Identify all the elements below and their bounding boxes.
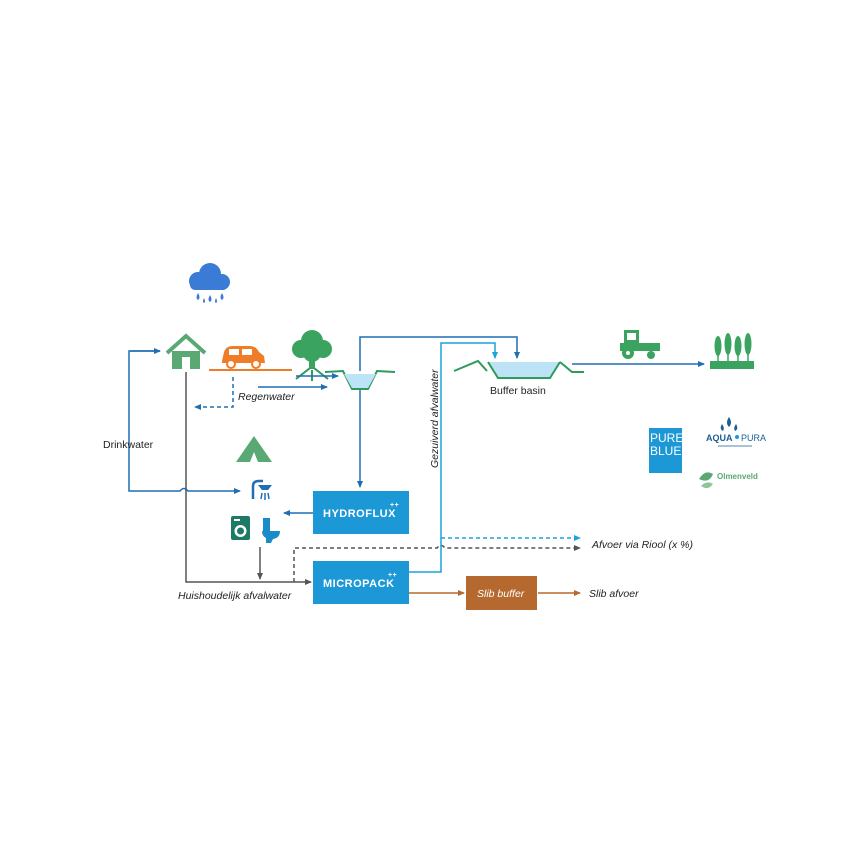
svg-text:++: ++ [388,572,397,579]
washing-machine-icon [231,516,250,540]
svg-text:MICROPACK: MICROPACK [323,578,395,590]
household-wastewater-line [185,372,312,585]
gezuiverd-afvalwater-line [409,342,498,573]
crops-icon [710,333,754,369]
shower-icon [251,479,272,500]
slib-afvoer-label: Slib afvoer [589,588,639,600]
svg-text:AQUA: AQUA [706,433,733,443]
svg-text:++: ++ [390,502,399,509]
slib-buffer-box: Slib buffer [466,576,537,610]
aquapura-logo: AQUA PURA [706,417,766,447]
svg-text:HYDROFLUX: HYDROFLUX [323,508,396,520]
tractor-icon [620,330,660,359]
afvoer-via-riool-label: Afvoer via Riool (x %) [591,539,693,551]
huishoudelijk-afvalwater-label: Huishoudelijk afvalwater [178,590,292,602]
svg-text:PURE: PURE [650,431,683,445]
svg-text:Olmenveld: Olmenveld [717,472,758,481]
rain-cloud-icon [189,263,230,303]
toilet-icon [262,518,280,543]
svg-text:PURA: PURA [741,433,766,443]
buffer-basin-label: Buffer basin [490,385,546,397]
infiltration-ditch [324,369,396,390]
car-icon [222,346,265,369]
svg-text:BLUE: BLUE [650,444,681,458]
buffer-basin [453,359,584,379]
tent-icon [236,436,272,462]
house-dashed-line [194,377,234,410]
drinkwater-label: Drinkwater [103,439,154,451]
house-icon [165,333,207,369]
olmenveld-logo: Olmenveld [699,472,758,489]
drinkwater-line [128,350,241,494]
riool-bypass-line [293,544,581,582]
hydroflux-box: HYDROFLUX ++ [313,491,409,534]
pureblue-logo: PURE BLUE [649,428,683,473]
micropack-box: MICROPACK ++ [313,561,409,604]
ditch-to-basin-line [359,336,520,371]
tree-icon [292,330,332,381]
gezuiverd-afvalwater-label: Gezuiverd afvalwater [429,369,441,468]
regenwater-label: Regenwater [238,391,295,403]
svg-text:Slib buffer: Slib buffer [477,588,525,600]
